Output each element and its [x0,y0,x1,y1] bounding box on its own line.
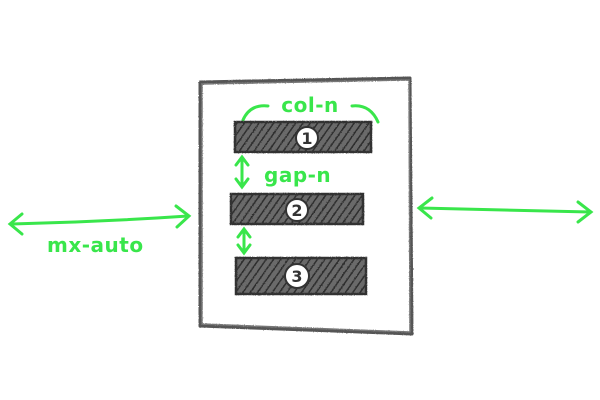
container-box [198,76,414,336]
col-label: col-n [281,93,339,117]
gap-arrow-1 [234,154,250,190]
row-2-badge [285,198,309,222]
row-2-number: 2 [291,201,302,220]
row-1-number: 1 [301,129,312,148]
left-margin-arrow [7,204,192,236]
row-1-badge [295,126,319,150]
row-3: 3 [234,256,368,296]
right-margin-arrow [416,196,594,224]
row-3-badge [284,263,310,289]
row-1: 1 [233,120,373,154]
row-2: 2 [229,192,365,226]
gap-arrow-2 [236,226,252,256]
gap-label: gap-n [264,163,331,187]
margin-label: mx-auto [47,233,144,257]
col-brace [241,104,380,124]
row-3-number: 3 [291,267,302,286]
